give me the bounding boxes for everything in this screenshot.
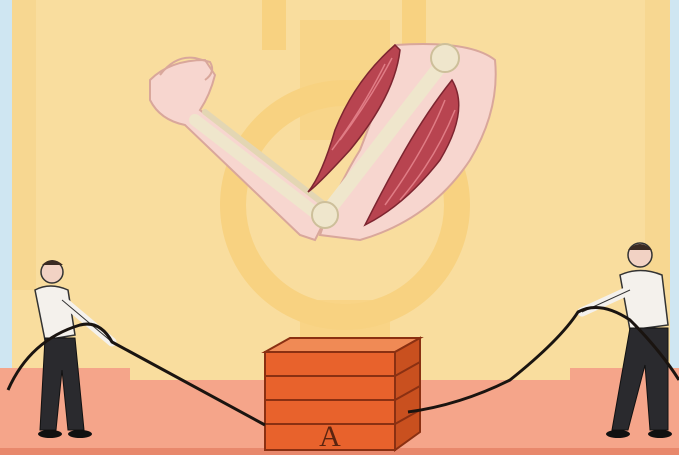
wooden-crate-icon: A [265, 338, 420, 453]
box-label: A [319, 420, 341, 453]
